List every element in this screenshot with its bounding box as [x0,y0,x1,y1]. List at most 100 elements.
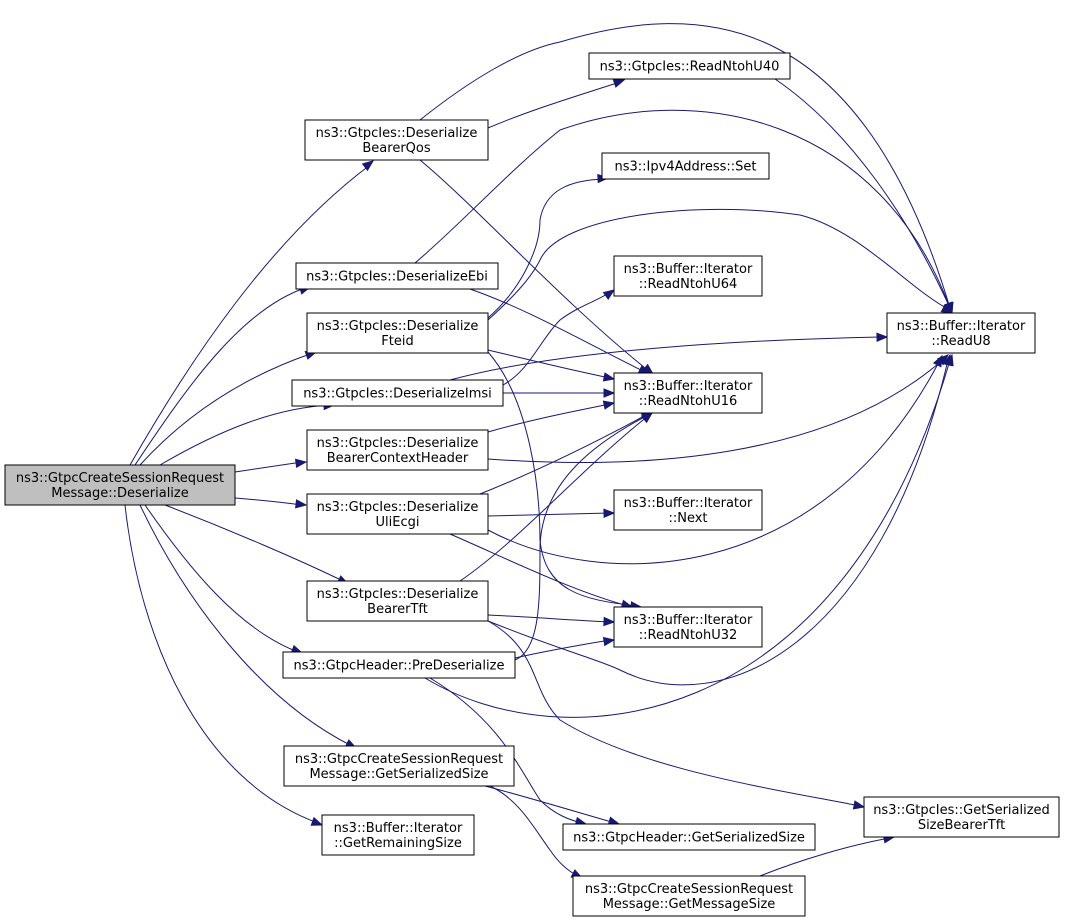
node-label: ns3::GtpcIes::Deserialize [317,500,479,515]
node-box[interactable] [886,312,1036,354]
edge-line [424,359,951,718]
edge-line [487,81,621,129]
edge-bch-to-readu16 [487,400,616,433]
edge-line [487,512,611,517]
arrowhead [602,636,616,647]
node-bch[interactable]: ns3::GtpcIes::DeserializeBearerContextHe… [306,429,489,471]
node-label: ns3::GtpcCreateSessionRequest [295,752,503,767]
edge-line [429,677,583,824]
node-box[interactable] [283,745,515,787]
node-box[interactable] [613,489,763,531]
edge-line [449,336,881,381]
edge-root-to-csr_gss [139,504,358,749]
node-label: ns3::Buffer::Iterator [624,379,753,394]
node-box[interactable] [295,262,499,290]
node-predeser[interactable]: ns3::GtpcHeader::PreDeserialize [282,651,516,679]
arrowhead [602,372,616,382]
edge-root-to-bch [234,458,308,473]
edge-line [129,164,371,466]
node-root[interactable]: ns3::GtpcCreateSessionRequestMessage::De… [4,464,236,506]
node-hdr_gss[interactable]: ns3::GtpcHeader::GetSerializedSize [562,823,816,851]
node-readu40[interactable]: ns3::GtpcIes::ReadNtohU40 [588,52,791,80]
arrowhead [603,388,616,398]
node-box[interactable] [613,606,763,648]
node-box[interactable] [863,796,1060,838]
edge-line [144,504,299,653]
edge-line [159,404,331,466]
node-label: ns3::GtpcIes::Deserialize [317,319,479,334]
node-box[interactable] [588,52,791,80]
edge-line [419,23,951,309]
node-label: BearerTft [367,602,428,617]
node-label: ns3::GtpcIes::DeserializeEbi [306,270,488,285]
node-next[interactable]: ns3::Buffer::Iterator::Next [613,489,763,531]
node-label: ns3::Buffer::Iterator [897,319,1026,334]
edge-line [514,639,611,659]
edge-line [487,359,941,565]
node-label: ns3::GtpcHeader::PreDeserialize [294,659,505,674]
edge-line [134,287,306,466]
node-box[interactable] [306,493,489,535]
edge-root-to-remaining [124,504,324,826]
node-label: ns3::GtpcHeader::GetSerializedSize [573,831,805,846]
node-label: BearerQos [362,141,430,156]
node-box[interactable] [304,119,489,161]
edge-line [234,497,303,506]
arrowhead [602,400,616,410]
node-label: ::ReadNtohU16 [639,394,738,409]
edge-line [514,413,651,661]
arrowhead [295,499,308,509]
node-box[interactable] [562,823,816,851]
node-box[interactable] [613,255,763,297]
edge-predeser-to-readu8 [424,353,954,718]
node-box[interactable] [601,152,770,180]
node-label: ::ReadU8 [931,334,990,349]
node-box[interactable] [321,814,475,856]
edge-line [487,359,949,686]
node-imsi[interactable]: ns3::GtpcIes::DeserializeImsi [291,379,504,407]
edge-bearertft-to-gss_tft [487,620,866,810]
node-box[interactable] [306,312,489,354]
node-ipv4set[interactable]: ns3::Ipv4Address::Set [601,152,770,180]
node-label: ::Next [668,511,707,526]
edge-line [487,178,606,319]
node-box[interactable] [613,372,763,414]
edge-line [487,614,611,623]
node-ebi[interactable]: ns3::GtpcIes::DeserializeEbi [295,262,499,290]
node-label: ::ReadNtohU32 [639,628,738,643]
arrowhead [602,289,616,300]
edge-root-to-fteid [139,350,318,466]
edge-imsi-to-readu16 [503,388,616,398]
edge-imsi-to-readu8 [449,332,889,381]
node-box[interactable] [306,429,489,471]
edge-line [479,413,649,495]
edge-line [139,353,311,466]
node-box[interactable] [282,651,516,679]
node-readu32[interactable]: ns3::Buffer::Iterator::ReadNtohU32 [613,606,763,648]
edge-line [419,159,651,373]
node-layer: ns3::GtpcCreateSessionRequestMessage::De… [4,52,1060,917]
arrowhead [944,353,954,367]
edge-predeser-to-readu32 [514,636,616,659]
node-box[interactable] [306,580,489,622]
node-box[interactable] [4,464,236,506]
node-remaining[interactable]: ns3::Buffer::Iterator::GetRemainingSize [321,814,475,856]
node-readu64[interactable]: ns3::Buffer::Iterator::ReadNtohU64 [613,255,763,297]
node-readu16[interactable]: ns3::Buffer::Iterator::ReadNtohU16 [613,372,763,414]
node-msgsize[interactable]: ns3::GtpcCreateSessionRequestMessage::Ge… [572,875,806,917]
node-readu8[interactable]: ns3::Buffer::Iterator::ReadU8 [886,312,1036,354]
node-box[interactable] [572,875,806,917]
node-label: ns3::GtpcIes::Deserialize [316,126,478,141]
node-csr_gss[interactable]: ns3::GtpcCreateSessionRequestMessage::Ge… [283,745,515,787]
node-box[interactable] [291,379,504,407]
edge-fteid-to-readu16 [487,349,616,382]
arrowhead [294,458,308,469]
edge-fteid-to-readu8 [487,208,954,321]
edge-uliecgi-to-next [487,508,616,518]
